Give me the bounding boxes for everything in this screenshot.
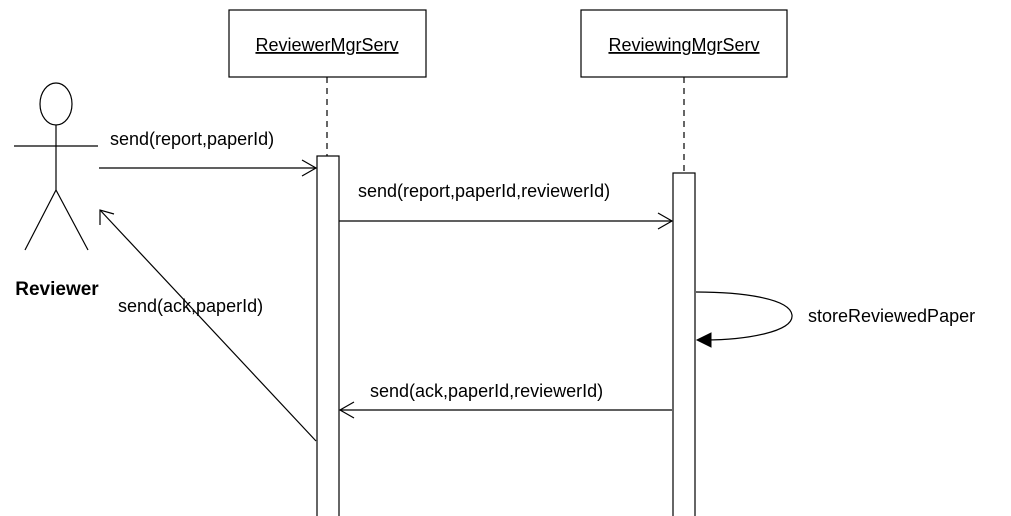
- message-line: [99, 209, 317, 442]
- object-name: ReviewerMgrServ: [255, 35, 398, 55]
- message-store-reviewed-paper: storeReviewedPaper: [695, 291, 975, 348]
- message-send-report-reviewer: send(report,paperId,reviewerId): [339, 181, 674, 230]
- arrow-open-head: [99, 209, 115, 225]
- message-send-ack: send(ack,paperId): [99, 209, 317, 442]
- activation-bar: [672, 172, 696, 516]
- arrow-open-head: [657, 212, 674, 230]
- message-label: send(ack,paperId,reviewerId): [370, 381, 603, 401]
- arrow-open-head: [338, 401, 355, 419]
- object-box: [228, 9, 427, 78]
- message-send-report: send(report,paperId): [99, 129, 318, 177]
- actor-name: Reviewer: [15, 279, 99, 300]
- object-reviewer-mgr-serv: ReviewerMgrServ: [228, 9, 427, 516]
- arrow-filled-head: [695, 332, 712, 348]
- message-label: send(report,paperId): [110, 129, 274, 149]
- arrow-open-head: [301, 159, 318, 177]
- reviewer-actor: Reviewer: [14, 82, 99, 300]
- message-send-ack-reviewer: send(ack,paperId,reviewerId): [338, 381, 672, 419]
- actor-left-leg: [24, 189, 57, 251]
- self-call-arc: [695, 291, 793, 341]
- activation-bar: [316, 155, 340, 516]
- actor-head: [39, 82, 73, 126]
- message-label: storeReviewedPaper: [808, 306, 975, 326]
- object-name: ReviewingMgrServ: [608, 35, 759, 55]
- actor-right-leg: [55, 189, 89, 251]
- message-label: send(report,paperId,reviewerId): [358, 181, 610, 201]
- object-reviewing-mgr-serv: ReviewingMgrServ: [580, 9, 788, 516]
- object-box: [580, 9, 788, 78]
